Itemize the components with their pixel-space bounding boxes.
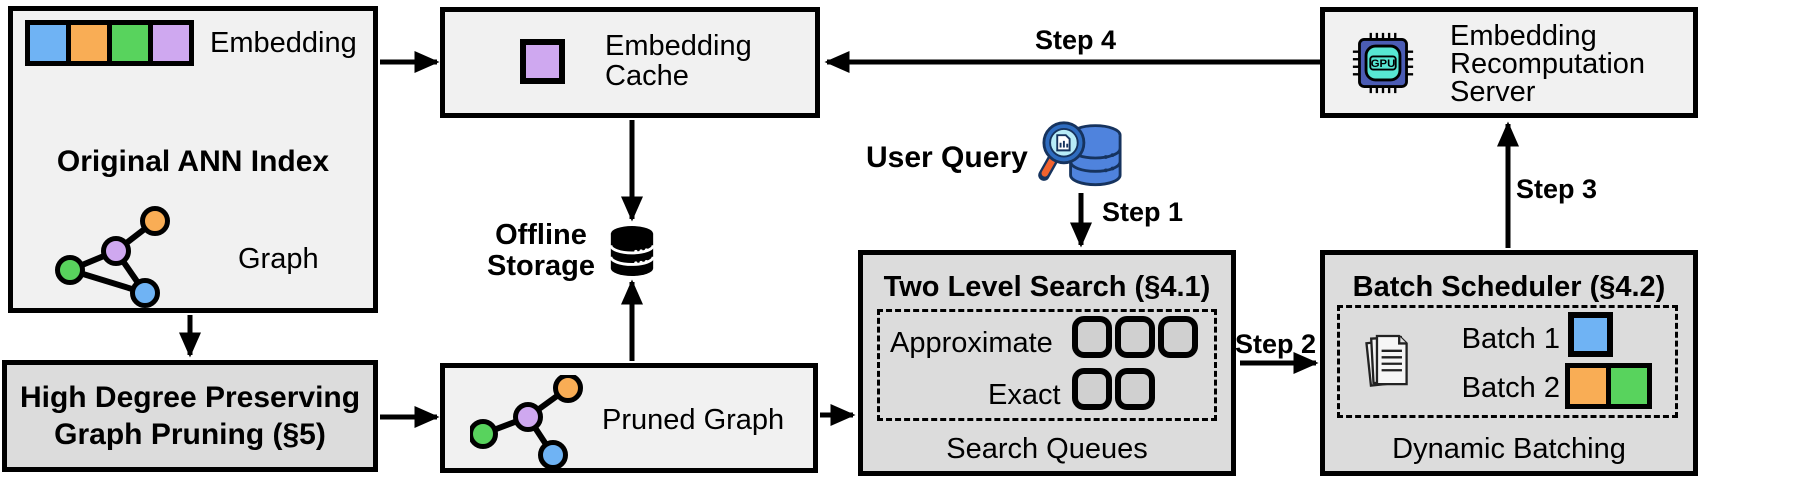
pruned-graph-label: Pruned Graph — [602, 404, 785, 436]
embedding-vector-icon — [25, 20, 194, 66]
cached-embedding-icon — [520, 39, 565, 84]
graph-pruning-box: High Degree Preserving Graph Pruning (§5… — [2, 360, 378, 472]
gpu-chip-icon: GPU — [1352, 32, 1414, 94]
step2-label: Step 2 — [1235, 329, 1317, 359]
step3-label: Step 3 — [1516, 174, 1598, 204]
search-queues-label: Search Queues — [946, 433, 1148, 465]
exact-queues — [1072, 368, 1155, 410]
offline-storage: Offline Storage — [487, 220, 657, 282]
approximate-label: Approximate — [890, 327, 1053, 359]
queue-slot — [1115, 368, 1155, 410]
embedding-cache-box: Embedding Cache — [440, 7, 820, 118]
pruned-graph-icon — [470, 375, 583, 470]
embedding-cell-blue — [30, 25, 66, 61]
dynamic-batching-label: Dynamic Batching — [1392, 433, 1626, 465]
queue-slot — [1072, 316, 1112, 358]
recomputation-server-title: Embedding Recomputation Server — [1450, 20, 1646, 108]
graph-label: Graph — [238, 243, 319, 275]
original-ann-index-box: Embedding Original ANN Index Graph — [8, 6, 378, 313]
step1-label: Step 1 — [1102, 197, 1184, 227]
exact-label: Exact — [988, 379, 1061, 411]
user-query: User Query — [866, 118, 1126, 198]
graph-pruning-title-line2: Graph Pruning (§5) — [54, 418, 326, 451]
graph-pruning-title-line1: High Degree Preserving — [19, 381, 361, 414]
embedding-label: Embedding — [210, 27, 357, 59]
step4-label: Step 4 — [1035, 25, 1117, 55]
batch2-embedding-orange — [1570, 368, 1606, 404]
gpu-chip-label: GPU — [1371, 58, 1395, 70]
batch-scheduler-title: Batch Scheduler (§4.2) — [1352, 271, 1666, 303]
offline-storage-line1: Offline — [495, 219, 587, 251]
offline-storage-label: Offline Storage — [487, 220, 595, 282]
batch1-label: Batch 1 — [1461, 323, 1560, 355]
two-level-search-title: Two Level Search (§4.1) — [883, 271, 1211, 303]
batch2-embedding-green — [1611, 368, 1647, 404]
batch-scheduler-box: Batch Scheduler (§4.2) Batch 1 Batch 2 D… — [1320, 250, 1698, 476]
queue-slot — [1115, 316, 1155, 358]
pruned-graph-box: Pruned Graph — [440, 363, 818, 473]
batch2-embeddings — [1565, 363, 1652, 409]
two-level-search-box: Two Level Search (§4.1) Approximate Exac… — [858, 250, 1236, 476]
original-ann-index-title: Original ANN Index — [56, 145, 330, 178]
offline-storage-line2: Storage — [487, 250, 595, 282]
embedding-cell-green — [112, 25, 148, 61]
graph-icon — [55, 206, 170, 308]
documents-icon — [1365, 334, 1408, 387]
batch1-embedding-blue — [1568, 312, 1613, 357]
database-icon — [609, 226, 655, 276]
embedding-cache-title: Embedding Cache — [605, 30, 752, 92]
query-search-database-icon — [1037, 121, 1122, 187]
approximate-queues — [1072, 316, 1198, 358]
recomputation-server-box: GPU Embedding Recomputation Server — [1320, 7, 1698, 118]
batch2-label: Batch 2 — [1461, 372, 1560, 404]
user-query-label: User Query — [866, 141, 1028, 174]
queue-slot — [1158, 316, 1198, 358]
embedding-row: Embedding — [25, 20, 357, 66]
embedding-cell-purple — [153, 25, 189, 61]
queue-slot — [1072, 368, 1112, 410]
search-queues-region: Approximate Exact — [877, 309, 1217, 421]
embedding-cell-orange — [71, 25, 107, 61]
dynamic-batching-region: Batch 1 Batch 2 — [1337, 305, 1678, 418]
